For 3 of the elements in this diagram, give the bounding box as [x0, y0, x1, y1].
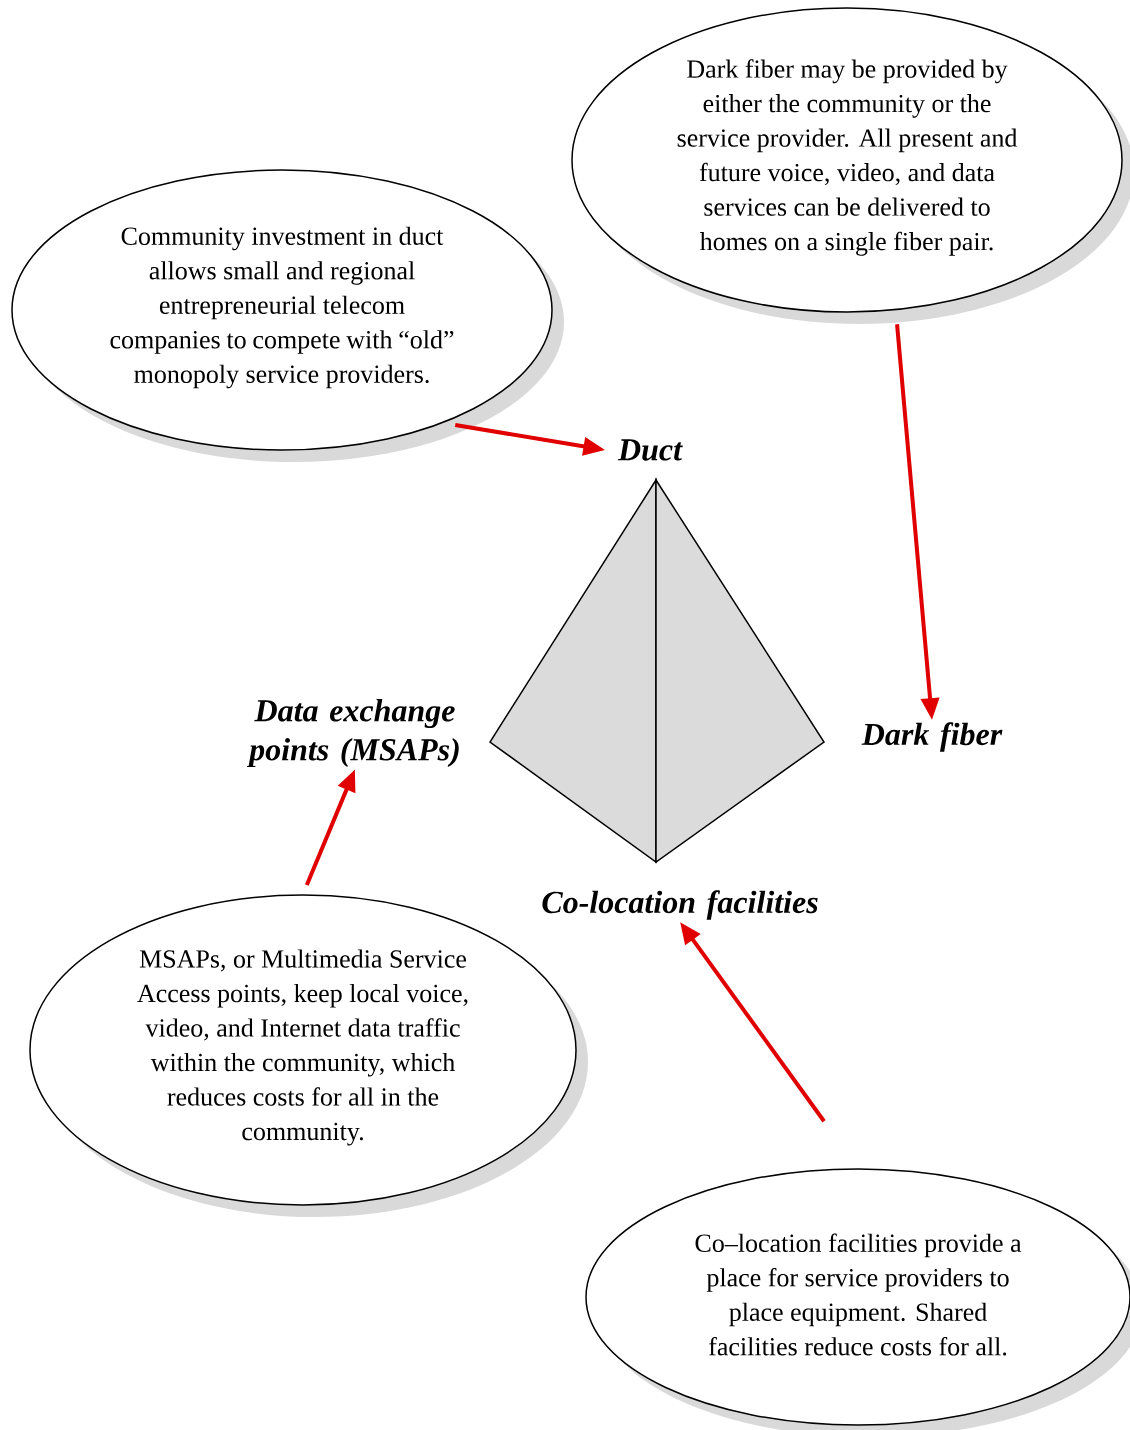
part-label: Data exchange points (MSAPs) [246, 699, 459, 767]
part-label: Dark fiber [861, 722, 1003, 752]
part-label: Duct [617, 439, 683, 461]
